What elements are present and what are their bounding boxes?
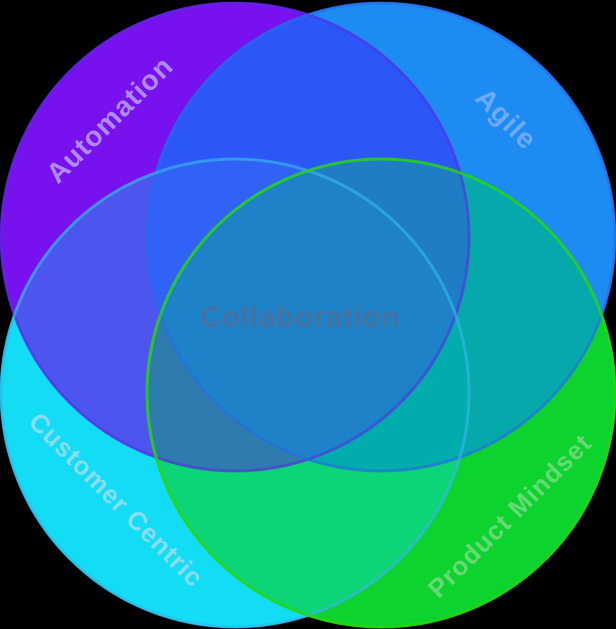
region-group-center-2 <box>146 158 470 472</box>
outline-automation <box>0 1 471 473</box>
label-collaboration: Collaboration <box>200 301 400 334</box>
outline-agile <box>145 1 616 473</box>
region-group-center-3 <box>146 158 470 472</box>
outline-product-mindset <box>145 157 616 629</box>
region-center-all <box>146 158 470 472</box>
region-group-center <box>146 158 470 472</box>
outline-customer-centric <box>0 157 471 629</box>
